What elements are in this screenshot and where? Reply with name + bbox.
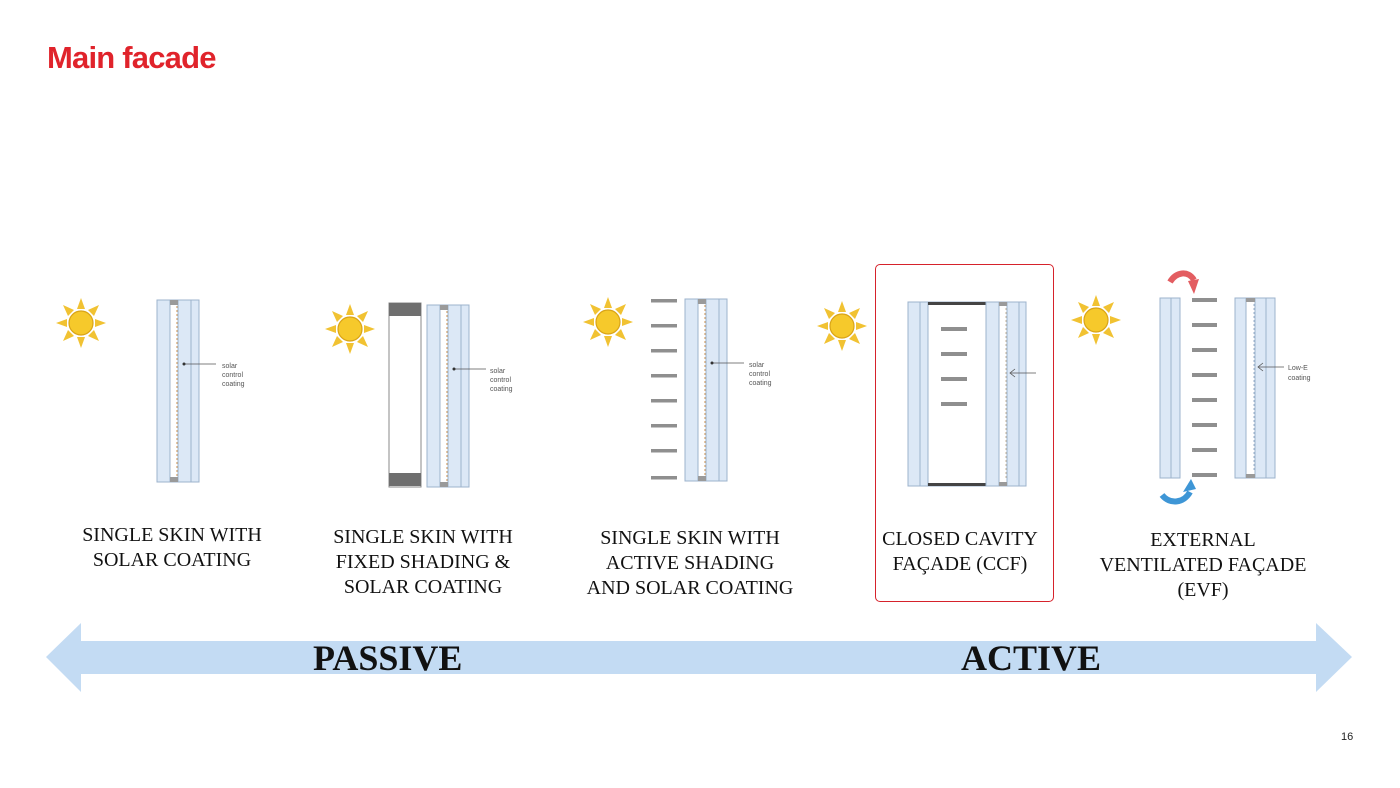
ventilated-facade-unit [1159, 297, 1284, 479]
caption-active-shading: SINGLE SKIN WITH ACTIVE SHADING AND SOLA… [586, 527, 794, 599]
fixed-shading [388, 302, 422, 488]
annotation-label: coating [222, 381, 245, 388]
glazing-unit [684, 298, 728, 482]
caption-external-ventilated-facade: EXTERNAL VENTILATED FAÇADE (EVF) [1099, 529, 1307, 601]
annotation-label: Low-E [1288, 365, 1308, 372]
closed-cavity-unit [907, 301, 1036, 487]
slide-title: Main facade [47, 40, 216, 75]
sun-icon [582, 296, 634, 348]
caption-single-skin-solar-coating: SINGLE SKIN WITH SOLAR COATING [82, 524, 262, 571]
glazing-unit [156, 299, 200, 483]
passive-active-arrow [46, 623, 1352, 692]
sun-icon [816, 300, 868, 352]
active-label: ACTIVE [961, 638, 1102, 678]
air-outflow-arrow-icon [1167, 270, 1199, 294]
glazing-unit [426, 304, 470, 488]
annotation-label: coating [749, 380, 772, 387]
ccf-highlight-frame [875, 264, 1054, 602]
annotation-label: control [222, 372, 243, 379]
annotation-label: control [749, 371, 770, 378]
sun-icon [1070, 294, 1122, 346]
active-shading-louvers [651, 299, 677, 480]
caption-fixed-shading: SINGLE SKIN WITH FIXED SHADING & SOLAR C… [333, 526, 513, 598]
air-inflow-arrow-icon [1159, 479, 1196, 505]
annotation-label: solar [749, 362, 765, 369]
annotation-label: solar [222, 363, 238, 370]
sun-icon [55, 297, 107, 349]
page-number: 16 [1341, 731, 1354, 743]
annotation-label: coating [490, 386, 513, 393]
passive-label: PASSIVE [313, 638, 463, 678]
sun-icon [324, 303, 376, 355]
annotation-label: control [490, 377, 511, 384]
caption-closed-cavity-facade: CLOSED CAVITY FAÇADE (CCF) [882, 528, 1038, 575]
annotation-label: coating [1288, 375, 1311, 382]
annotation-label: solar [490, 368, 506, 375]
